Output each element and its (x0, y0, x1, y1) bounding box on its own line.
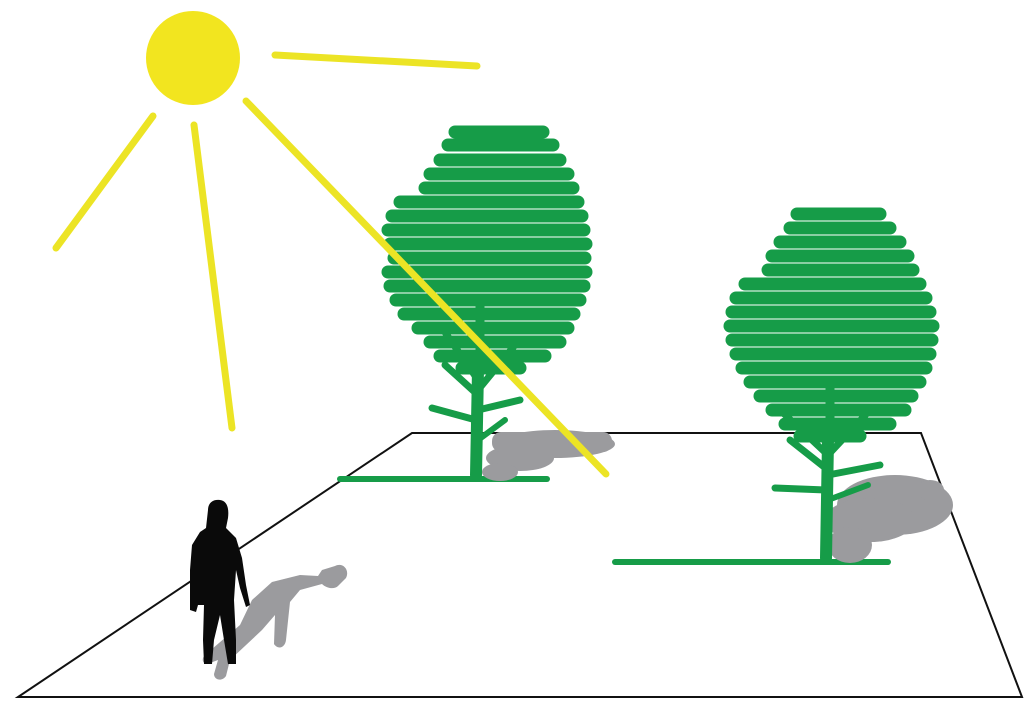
tree-left (340, 132, 615, 481)
tree-shadow (482, 430, 615, 481)
tree-foliage (388, 132, 586, 368)
sun-ray (194, 125, 232, 428)
tree-right (615, 214, 953, 563)
sun-ray (56, 116, 153, 248)
tree-shadow (825, 475, 953, 563)
sun-ray (275, 55, 477, 66)
sun-icon (146, 11, 240, 105)
